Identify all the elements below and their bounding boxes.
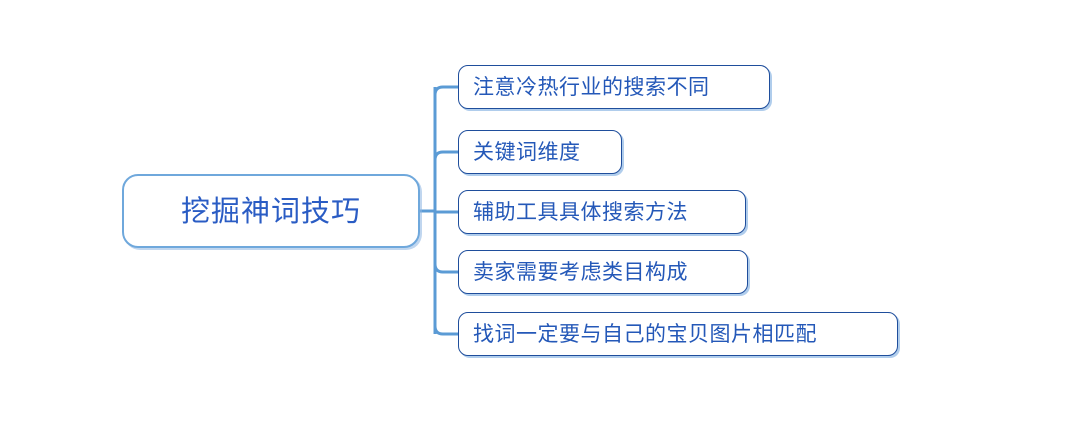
branch-node-label: 找词一定要与自己的宝贝图片相匹配 [473,321,817,346]
connector-branch-4 [433,325,458,336]
branch-node-2[interactable]: 辅助工具具体搜索方法 [458,190,746,234]
branch-node-label: 注意冷热行业的搜索不同 [473,74,710,99]
branch-node-3[interactable]: 卖家需要考虑类目构成 [458,250,748,294]
connector-branch-1 [433,150,458,161]
branch-node-4[interactable]: 找词一定要与自己的宝贝图片相匹配 [458,312,898,356]
branch-node-label: 卖家需要考虑类目构成 [473,259,688,284]
branch-node-label: 关键词维度 [473,139,581,164]
connector-branch-0 [433,85,458,96]
connector-branch-3 [433,263,458,274]
root-node[interactable]: 挖掘神词技巧 [122,174,420,248]
branch-node-1[interactable]: 关键词维度 [458,130,622,174]
root-node-label: 挖掘神词技巧 [180,193,361,228]
branch-node-0[interactable]: 注意冷热行业的搜索不同 [458,65,770,109]
branch-node-label: 辅助工具具体搜索方法 [473,199,688,224]
